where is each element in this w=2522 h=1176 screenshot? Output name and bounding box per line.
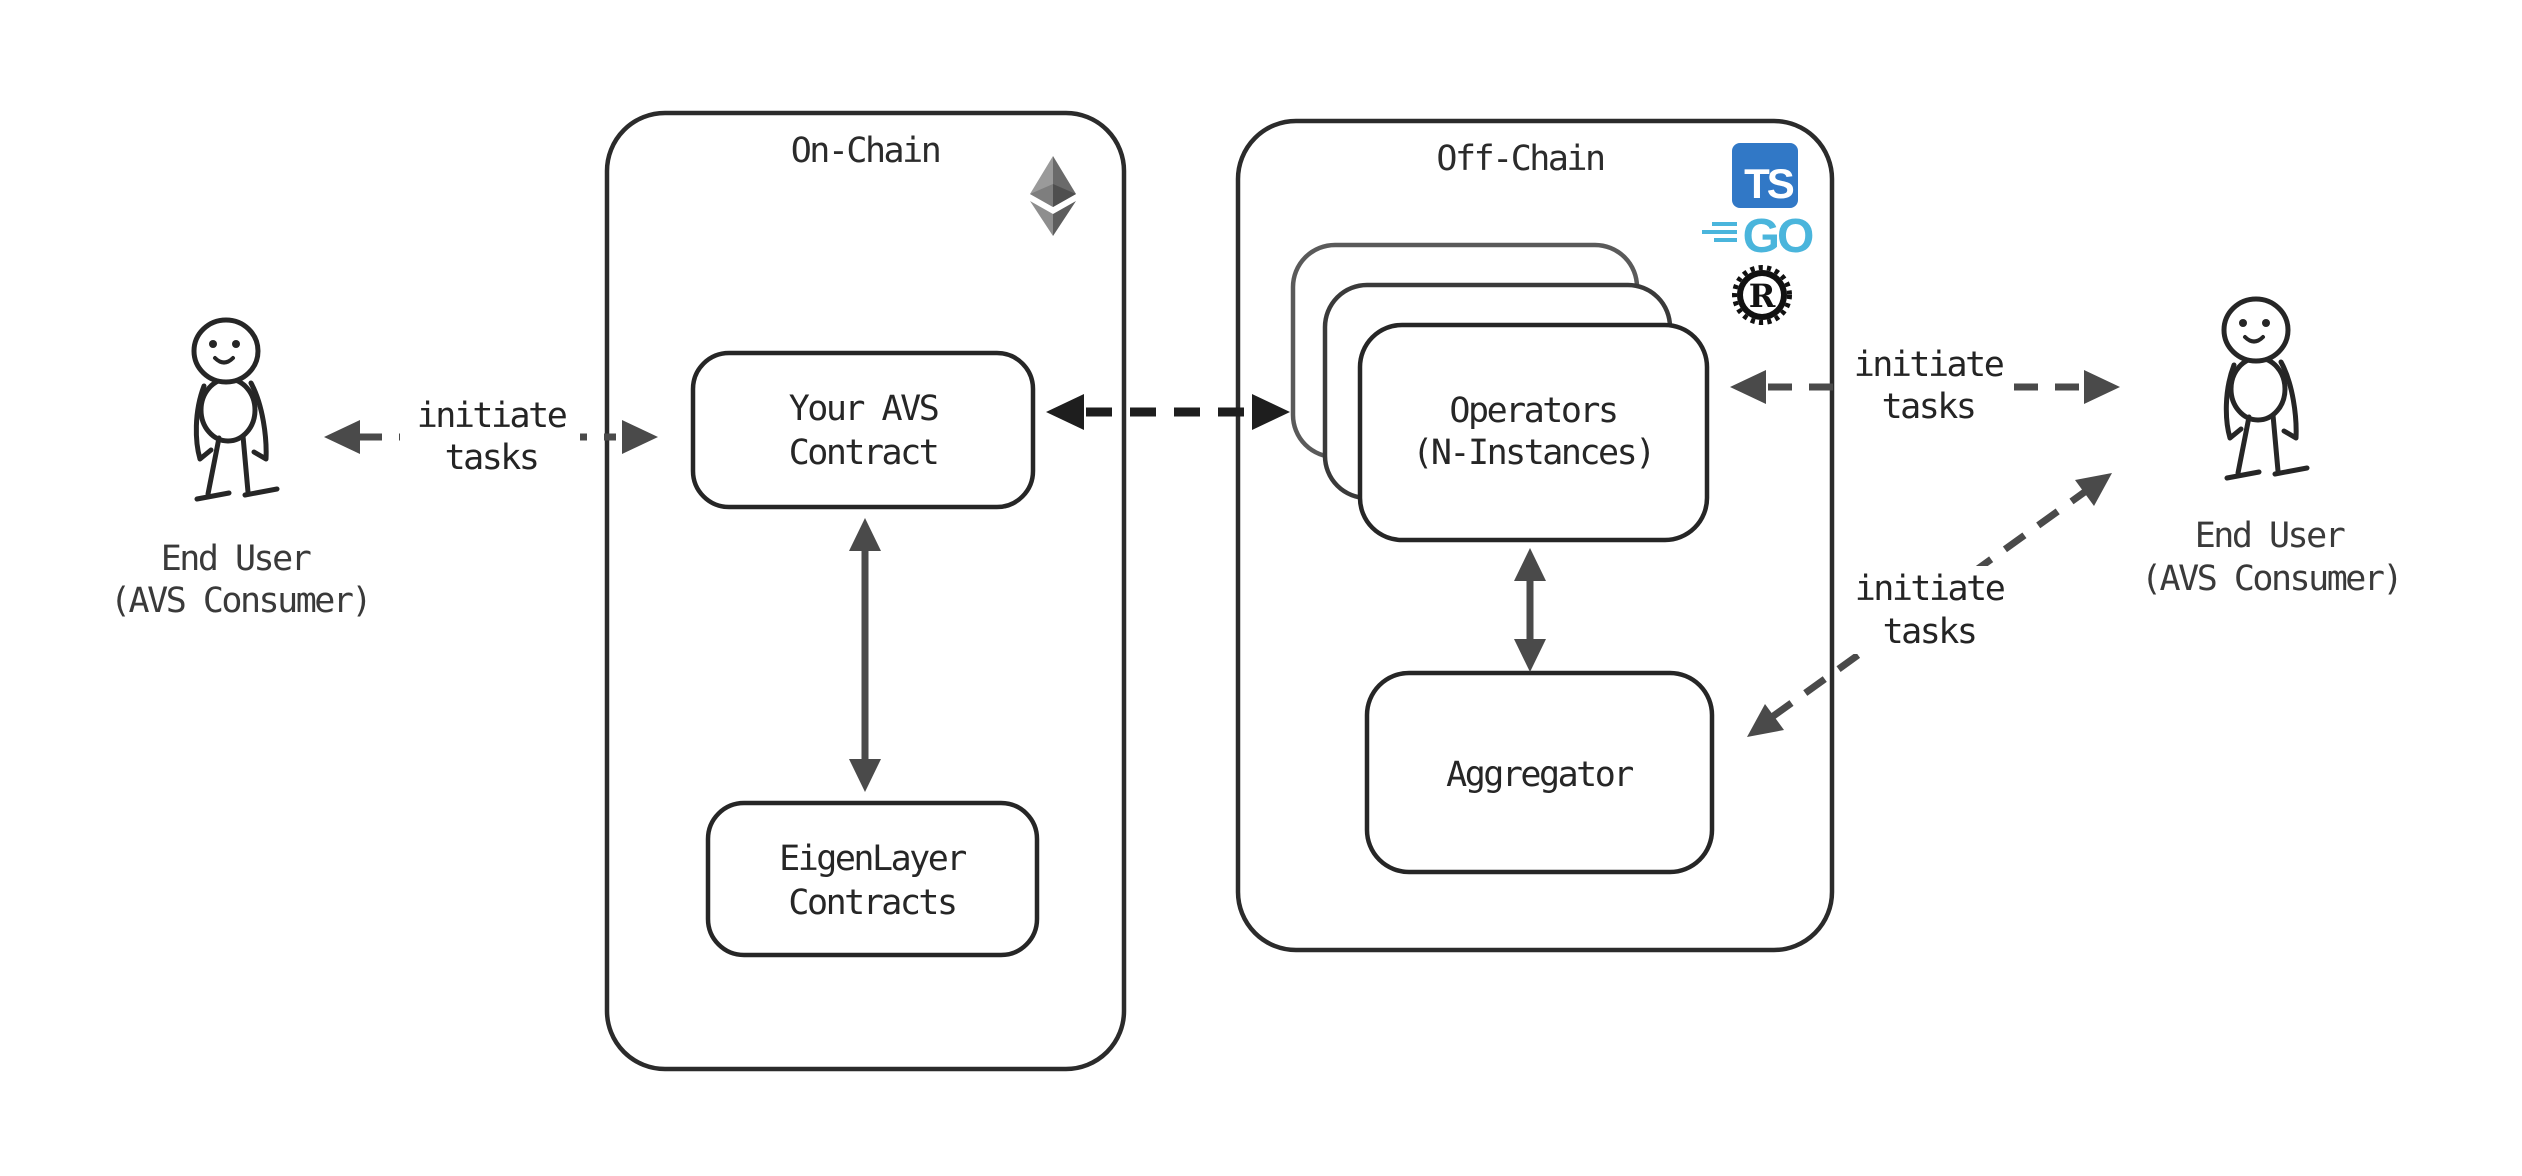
rust-icon-letter: R (1749, 277, 1776, 315)
arrow-avs-eigenlayer (849, 518, 881, 792)
onchain-title: On-Chain (791, 131, 940, 171)
operators-label-line1: Operators (1449, 391, 1616, 431)
eth-face-bottom-right (1053, 201, 1076, 236)
arrow-contract-operators-head-right (1252, 394, 1290, 430)
left-user: End User (AVS Consumer) (110, 320, 373, 621)
right-user: End User (AVS Consumer) (2141, 299, 2404, 599)
initiate-tasks-diagonal-line1: initiate (1855, 569, 2004, 609)
eigenlayer-label-line2: Contracts (788, 883, 955, 923)
left-user-label-line2: (AVS Consumer) (110, 581, 370, 621)
avs-contract-box (690, 350, 1036, 510)
initiate-tasks-left-bg (400, 392, 580, 478)
initiate-tasks-diagonal-bg (1846, 566, 2014, 654)
initiate-tasks-diagonal-line2: tasks (1883, 612, 1976, 652)
arrow-rightuser-top-head-right (2084, 370, 2120, 404)
avs-contract-label-line2: Contract (789, 433, 938, 473)
operators-node: Operators (N-Instances) (1290, 242, 1710, 543)
arrow-leftuser-avscontract: initiate tasks (324, 392, 658, 478)
right-user-label-line2: (AVS Consumer) (2141, 559, 2401, 599)
rust-gear-inner (1743, 276, 1781, 314)
aggregator-box (1364, 670, 1715, 875)
arrow-leftuser-head-right (622, 420, 658, 454)
ts-icon-bg (1732, 143, 1798, 208)
eth-face-bottom-left (1030, 201, 1053, 236)
initiate-tasks-left-line2: tasks (445, 438, 538, 478)
right-user-label-line1: End User (2195, 516, 2345, 556)
eth-face-belt-right (1053, 184, 1076, 207)
initiate-tasks-left-line1: initiate (417, 396, 566, 436)
eigenlayer-node: EigenLayer Contracts (705, 800, 1040, 958)
rust-gear-teeth (1732, 265, 1792, 325)
avs-contract-label-line1: Your AVS (789, 389, 938, 429)
onchain-container: On-Chain Your AVS Contract EigenLayer Co… (604, 110, 1127, 1072)
rust-icon: R (1732, 265, 1792, 325)
offchain-container: Off-Chain TS GO R Operators (N-Instances… (1235, 118, 1835, 953)
arrow-operators-aggregator-head-up (1514, 548, 1546, 581)
arrow-avscontract-operators (1046, 394, 1290, 430)
arrow-operators-aggregator (1514, 548, 1546, 672)
arrow-operators-rightuser: initiate tasks (1730, 345, 2120, 429)
operators-label-line2: (N-Instances) (1412, 433, 1653, 473)
right-user-figure (2224, 299, 2307, 478)
initiate-tasks-top-bg (1842, 345, 2014, 429)
initiate-tasks-top-line1: initiate (1854, 345, 2003, 385)
avs-contract-node: Your AVS Contract (690, 350, 1036, 510)
ethereum-icon (1030, 156, 1076, 236)
arrow-diagonal-head-upper (2075, 473, 2112, 506)
eigenlayer-label-line1: EigenLayer (779, 839, 966, 879)
arrow-contract-operators-head-left (1046, 394, 1084, 430)
go-icon-letters: GO (1743, 210, 1813, 263)
go-icon: GO (1702, 210, 1816, 263)
operators-box-front (1357, 322, 1710, 543)
left-user-figure (194, 320, 277, 499)
offchain-title: Off-Chain (1436, 139, 1603, 179)
left-user-label-line1: End User (161, 539, 311, 579)
arrow-avs-eigenlayer-head-down (849, 759, 881, 792)
typescript-icon: TS (1732, 143, 1798, 208)
ts-icon-letters: TS (1744, 160, 1794, 207)
eth-face-belt-left (1030, 184, 1053, 207)
aggregator-node: Aggregator (1364, 670, 1715, 875)
initiate-tasks-top-line2: tasks (1882, 387, 1975, 427)
aggregator-label: Aggregator (1446, 755, 1633, 795)
arrow-leftuser-head-left (324, 420, 360, 454)
eigenlayer-box (705, 800, 1040, 958)
arrow-operators-aggregator-head-down (1514, 639, 1546, 672)
arrow-diagonal-line (1769, 488, 2089, 720)
arrow-avs-eigenlayer-head-up (849, 518, 881, 551)
arrow-rightuser-top-head-left (1730, 370, 1766, 404)
arrow-aggregator-rightuser: initiate tasks (1747, 473, 2112, 737)
arrow-diagonal-head-lower (1747, 704, 1784, 737)
